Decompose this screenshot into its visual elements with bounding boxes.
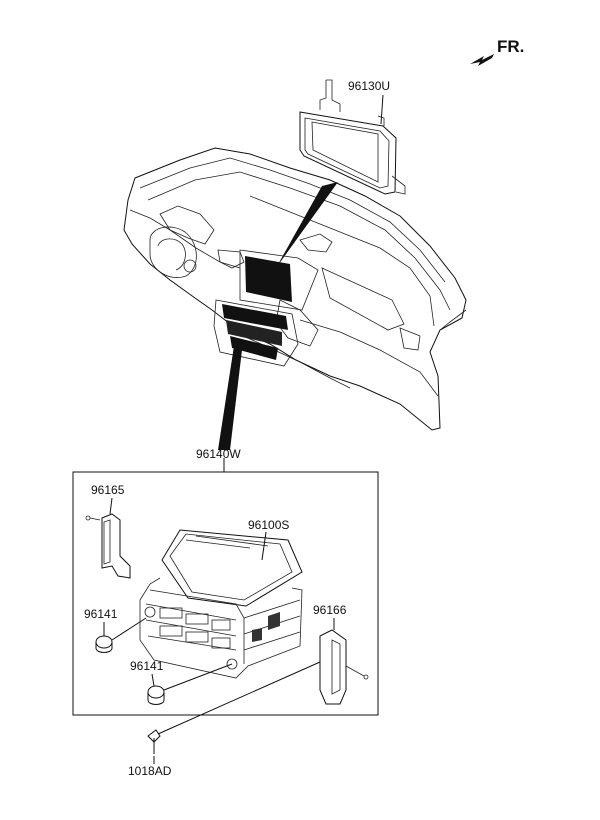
head-unit-area	[213, 299, 299, 367]
screen-opening	[245, 256, 292, 302]
main-unit-96100S	[139, 529, 303, 679]
display-unit-96130U	[299, 79, 406, 195]
label-96165: 96165	[91, 483, 125, 497]
knob-96141-lower	[147, 663, 233, 705]
label-1018AD: 1018AD	[128, 764, 172, 778]
bracket-96165	[85, 497, 131, 579]
assembly-box	[72, 471, 379, 716]
knob-96141-upper	[95, 617, 147, 653]
label-96141-lower: 96141	[130, 659, 164, 673]
label-96141-upper: 96141	[84, 607, 118, 621]
head-unit-pointer-wedge	[218, 346, 242, 450]
dashboard-assembly	[123, 147, 467, 431]
bracket-96166	[319, 618, 369, 705]
screen-bezel	[239, 249, 319, 311]
label-96140W: 96140W	[196, 447, 241, 461]
display-pointer-wedge	[276, 182, 338, 268]
screw-1018AD	[147, 661, 321, 764]
front-label: FR.	[497, 37, 524, 56]
label-96166: 96166	[313, 603, 347, 617]
label-96100S: 96100S	[248, 518, 289, 532]
front-arrow-icon	[470, 54, 494, 66]
label-96130U: 96130U	[348, 79, 390, 93]
front-direction-indicator: FR.	[470, 37, 524, 66]
